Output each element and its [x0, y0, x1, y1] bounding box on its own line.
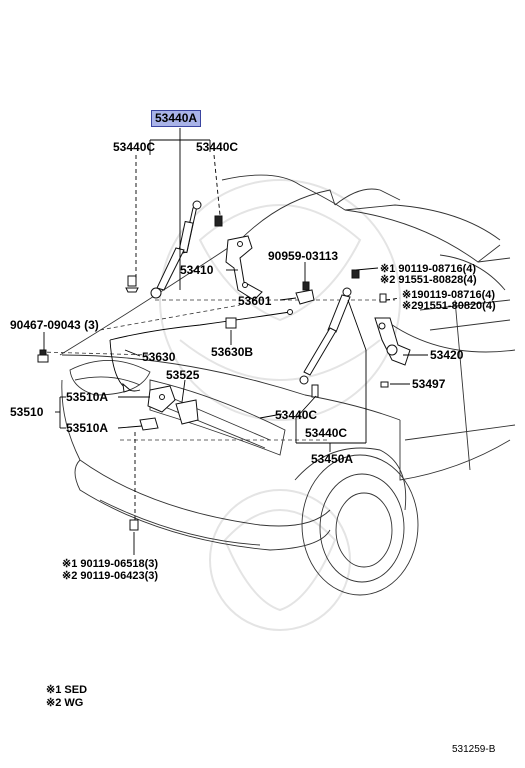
- part-label-53525[interactable]: 53525: [166, 368, 200, 382]
- hood-hinge-bracket: [225, 235, 263, 301]
- hood-support-strut-right: [129, 287, 352, 531]
- part-label-90119-08716-sed-lower[interactable]: ※190119-08716(4): [402, 289, 496, 301]
- part-label-53440c-lower[interactable]: 53440C: [305, 426, 348, 440]
- part-label-91551-80820-wg-lower[interactable]: ※291551-80820(4): [402, 300, 496, 312]
- part-label-53450a[interactable]: 53450A: [311, 452, 354, 466]
- hood-support-strut-left: [125, 200, 223, 299]
- part-label-90119-08716-sed-upper[interactable]: ※1 90119-08716(4): [380, 263, 477, 275]
- part-label-53630[interactable]: 53630: [142, 350, 176, 364]
- part-label-90119-06518-sed[interactable]: ※1 90119-06518(3): [62, 558, 159, 570]
- part-label-53440a[interactable]: 53440A: [151, 110, 202, 127]
- part-label-90959-03113[interactable]: 90959-03113: [268, 249, 339, 263]
- hood-hinge-right: [351, 269, 411, 388]
- callout-leader-lines: [43, 128, 428, 555]
- hood-lock-and-cable: [37, 281, 315, 431]
- part-label-53440c-middle[interactable]: 53440C: [275, 408, 318, 422]
- part-label-53440c-right[interactable]: 53440C: [196, 140, 239, 154]
- part-label-53420[interactable]: 53420: [430, 348, 464, 362]
- part-label-53440c-left[interactable]: 53440C: [113, 140, 156, 154]
- part-label-90119-06423-wg[interactable]: ※2 90119-06423(3): [62, 570, 159, 582]
- part-label-53510[interactable]: 53510: [10, 405, 44, 419]
- part-label-53630b[interactable]: 53630B: [211, 345, 254, 359]
- legend-note-sed: ※1 SED: [46, 684, 88, 696]
- part-label-53497[interactable]: 53497: [412, 377, 446, 391]
- part-label-53601[interactable]: 53601: [238, 294, 272, 308]
- part-label-53510a-upper[interactable]: 53510A: [66, 390, 109, 404]
- part-label-53410[interactable]: 53410: [180, 263, 214, 277]
- watermark-emblem: [159, 179, 401, 631]
- diagram-reference-code: 531259-B: [452, 744, 496, 755]
- legend-note-wg: ※2 WG: [46, 697, 84, 709]
- part-label-91551-80828-wg-upper[interactable]: ※2 91551-80828(4): [380, 274, 477, 286]
- part-label-53510a-lower[interactable]: 53510A: [66, 421, 109, 435]
- part-label-90467-09043[interactable]: 90467-09043 (3): [10, 318, 99, 332]
